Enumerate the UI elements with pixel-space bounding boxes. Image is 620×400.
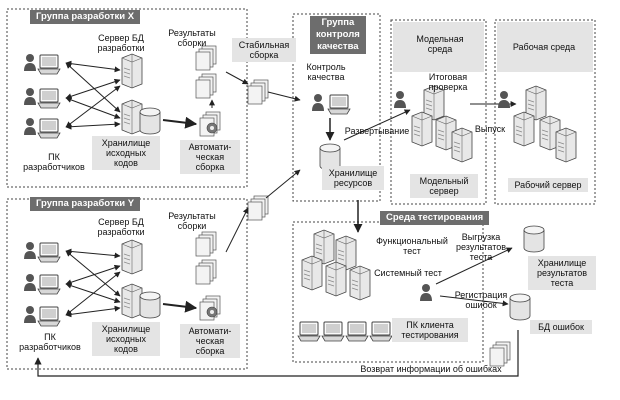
work-server-cluster [513,85,577,163]
build-results-y-label: Результаты сборки [168,211,216,231]
resource-store-label: Хранилище ресурсов [322,166,384,190]
system-test-label: Системный тест [374,268,442,278]
source-store-y-label: Хранилище исходных кодов [92,322,160,356]
dev-pc-x-label: ПК разработчиков [23,152,85,172]
source-store-x-label: Хранилище исходных кодов [92,136,160,170]
auto-build-y-label: Автомати- ческая сборка [180,324,240,358]
bug-reports-icon [489,341,511,367]
group-y-header: Группа разработки Y [30,197,141,211]
release-label: Выпуск [474,124,506,134]
work-env-region [494,19,596,205]
dev-db-server-y-icon [121,239,143,275]
source-store-x-icon [121,99,143,135]
stable-build-label: Стабильная сборка [232,38,296,62]
qa-header: Группа контроля качества [310,16,366,54]
final-check-label: Итоговая проверка [428,72,468,92]
gear-icon-y [206,306,218,318]
source-store-y-icon [121,283,143,319]
quality-control-label: Контроль качества [306,62,346,82]
model-env-region [390,19,487,205]
dev-db-server-x-label: Сервер БД разработки [97,33,145,53]
model-server-cluster [411,85,473,163]
stable-build-icon [247,79,269,105]
stable-build-y-icon [247,195,269,221]
work-server-label: Рабочий сервер [508,178,588,192]
tester-person-icon [420,284,432,301]
group-x-dev-pcs [24,54,61,139]
group-x-header: Группа разработки X [30,10,141,24]
group-y-dev-pcs [24,242,61,327]
bug-registration-label: Регистрация ошибок [454,290,508,310]
dev-pc-y-label: ПК разработчиков [19,332,81,352]
bug-db-icon [509,293,531,321]
bug-db-label: БД ошибок [530,320,592,334]
gear-icon [206,122,218,134]
deployment-label: Развертывание [344,126,410,136]
test-client-pc-label: ПК клиента тестирования [392,318,468,342]
model-server-label: Модельный сервер [410,174,478,198]
build-results-y-icon-2 [195,259,217,285]
test-results-store-label: Хранилище результатов теста [528,256,596,290]
source-db-x-icon [139,107,161,135]
test-results-store-icon [523,225,545,253]
build-results-x-label: Результаты сборки [168,28,216,48]
qa-region [292,13,381,202]
upload-results-label: Выгрузка результатов теста [455,232,506,262]
model-env-band [393,22,484,72]
model-env-label: Модельная среда [416,34,464,54]
test-client-pcs [297,321,393,342]
auto-build-x-label: Автомати- ческая сборка [180,140,240,174]
build-results-x-icon [195,45,217,71]
functional-test-label: Функциональный тест [376,236,448,256]
bug-feedback-arrow [34,330,519,377]
test-server-cluster [301,229,371,301]
work-env-band [497,22,593,72]
bug-feedback-label: Возврат информации об ошибках [360,364,502,374]
qa-pc-icon [327,94,351,115]
source-db-y-icon [139,291,161,319]
work-env-label: Рабочая среда [512,42,576,52]
dev-db-server-y-label: Сервер БД разработки [97,217,145,237]
qa-person-icon [312,94,324,111]
final-check-person-icon [394,91,406,108]
test-env-region [292,221,484,363]
group-x-region [6,8,248,188]
release-person-icon [498,91,510,108]
test-env-header: Среда тестирования [380,211,490,225]
dev-db-server-x-icon [121,53,143,89]
build-results-x-icon-2 [195,73,217,99]
build-results-y-icon [195,231,217,257]
